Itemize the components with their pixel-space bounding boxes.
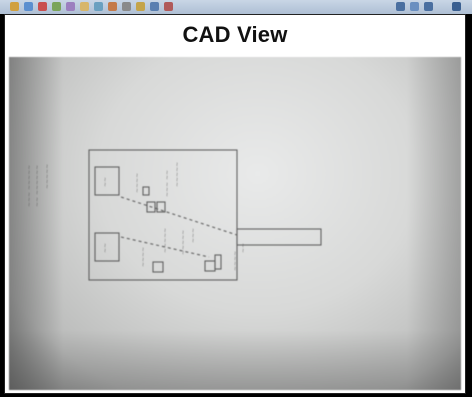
sketch-outline — [88, 149, 238, 281]
taskbar-app-icon[interactable] — [136, 2, 145, 11]
taskbar-app-icon[interactable] — [10, 2, 19, 11]
svg-text:~~~ ~~: ~~~ ~~ — [164, 170, 171, 197]
svg-text:~~~~: ~~~~ — [140, 247, 147, 267]
svg-text:~~: ~~ — [102, 177, 109, 187]
svg-text:~~~~: ~~~~ — [232, 251, 239, 271]
svg-text:~~ ~~~~~~: ~~ ~~~~~~ — [34, 165, 41, 207]
svg-text:~~~~: ~~~~ — [134, 173, 141, 193]
taskbar-tray-icon[interactable] — [396, 2, 405, 11]
cad-view-window: CAD View — [4, 14, 466, 394]
svg-text:~~~~~: ~~~~~ — [44, 164, 51, 189]
taskbar-tray-icon[interactable] — [452, 2, 461, 11]
svg-text:~~~: ~~~ — [190, 228, 197, 243]
taskbar — [0, 0, 472, 14]
camera-vignette — [9, 57, 461, 390]
taskbar-app-icon[interactable] — [108, 2, 117, 11]
svg-text:~~~~~: ~~~~~ — [180, 230, 187, 255]
title-bar: CAD View — [5, 15, 465, 55]
taskbar-app-icon[interactable] — [94, 2, 103, 11]
svg-text:~~: ~~ — [102, 243, 109, 253]
taskbar-app-icon[interactable] — [164, 2, 173, 11]
sketch-box-upper — [94, 166, 120, 196]
taskbar-app-icon[interactable] — [150, 2, 159, 11]
window-title: CAD View — [182, 22, 288, 47]
svg-text:~~~~~: ~~~~~ — [174, 162, 181, 187]
sketch-extension — [236, 228, 322, 246]
taskbar-app-icon[interactable] — [66, 2, 75, 11]
svg-text:~~: ~~ — [240, 243, 247, 253]
camera-feed: ~~~ ~~~~~ ~~ ~~~~~~ ~~~~~ ~~ ~~ ~~~~ ~~~… — [9, 57, 461, 390]
taskbar-app-icon[interactable] — [24, 2, 33, 11]
camera-shadow — [9, 330, 461, 390]
paper-sketch: ~~~ ~~~~~ ~~ ~~~~~~ ~~~~~ ~~ ~~ ~~~~ ~~~… — [26, 149, 322, 281]
taskbar-app-icon[interactable] — [80, 2, 89, 11]
taskbar-tray-icon[interactable] — [410, 2, 419, 11]
svg-text:~~~ ~~~~~: ~~~ ~~~~~ — [26, 165, 33, 207]
taskbar-tray-icon[interactable] — [424, 2, 433, 11]
taskbar-app-icon[interactable] — [122, 2, 131, 11]
svg-text:~~~~~: ~~~~~ — [162, 228, 169, 253]
taskbar-app-icon[interactable] — [52, 2, 61, 11]
sketch-box-lower — [94, 232, 120, 262]
taskbar-app-icon[interactable] — [38, 2, 47, 11]
